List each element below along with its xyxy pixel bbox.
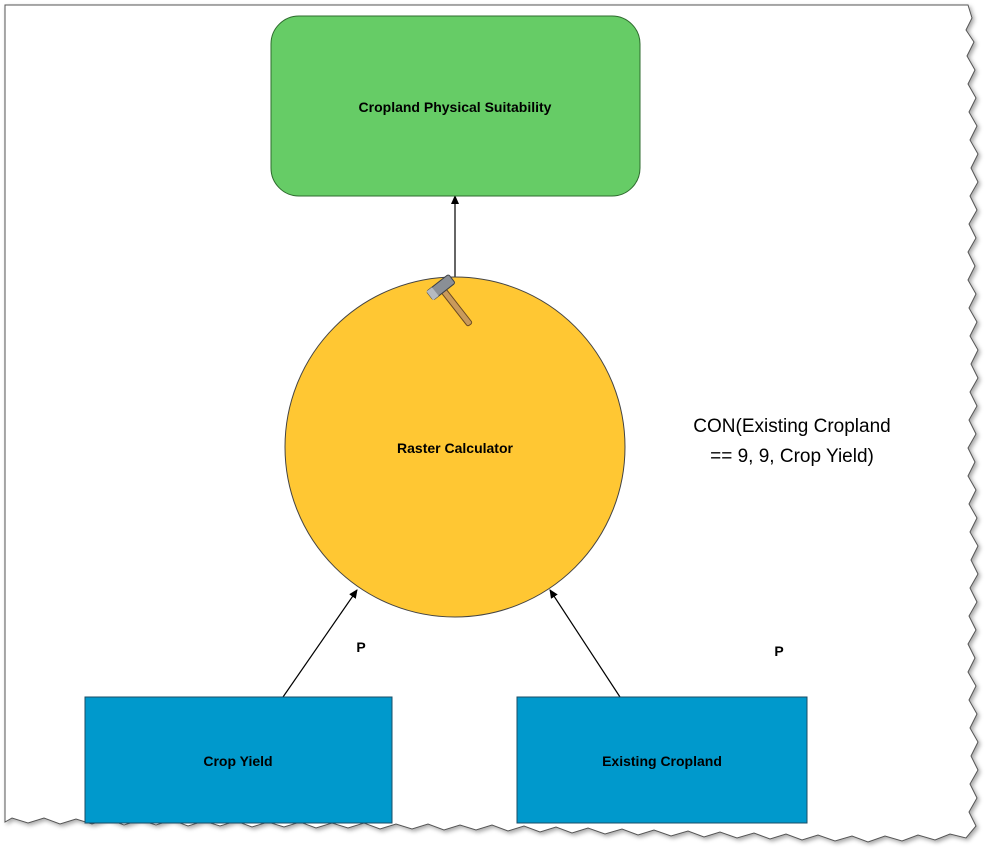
parameter-marker-crop-yield: P (356, 639, 365, 655)
output-node-label: Cropland Physical Suitability (359, 99, 552, 115)
input-node-crop-yield-shape (84, 696, 393, 824)
expression-line-1: CON(Existing Cropland (693, 416, 890, 437)
connector-crop-yield-to-calculator (282, 589, 358, 698)
expression-line-2: == 9, 9, Crop Yield) (710, 446, 874, 467)
input-node-existing-cropland-label: Existing Cropland (602, 753, 722, 769)
tool-node-raster-calculator[interactable]: Raster Calculator (284, 276, 626, 618)
hammer-icon (426, 274, 473, 327)
input-node-existing-cropland-shape (516, 696, 808, 824)
input-node-existing-cropland[interactable]: Existing Cropland (516, 696, 808, 824)
tool-node-label: Raster Calculator (397, 440, 513, 456)
parameter-marker-existing-cropland: P (774, 643, 783, 659)
output-node-cropland-physical-suitability[interactable]: Cropland Physical Suitability (270, 15, 641, 197)
connector-existing-cropland-to-calculator (549, 589, 621, 698)
tool-node-shape (284, 276, 626, 618)
input-node-crop-yield-label: Crop Yield (203, 753, 272, 769)
output-node-shape (270, 15, 641, 197)
input-node-crop-yield[interactable]: Crop Yield (84, 696, 393, 824)
